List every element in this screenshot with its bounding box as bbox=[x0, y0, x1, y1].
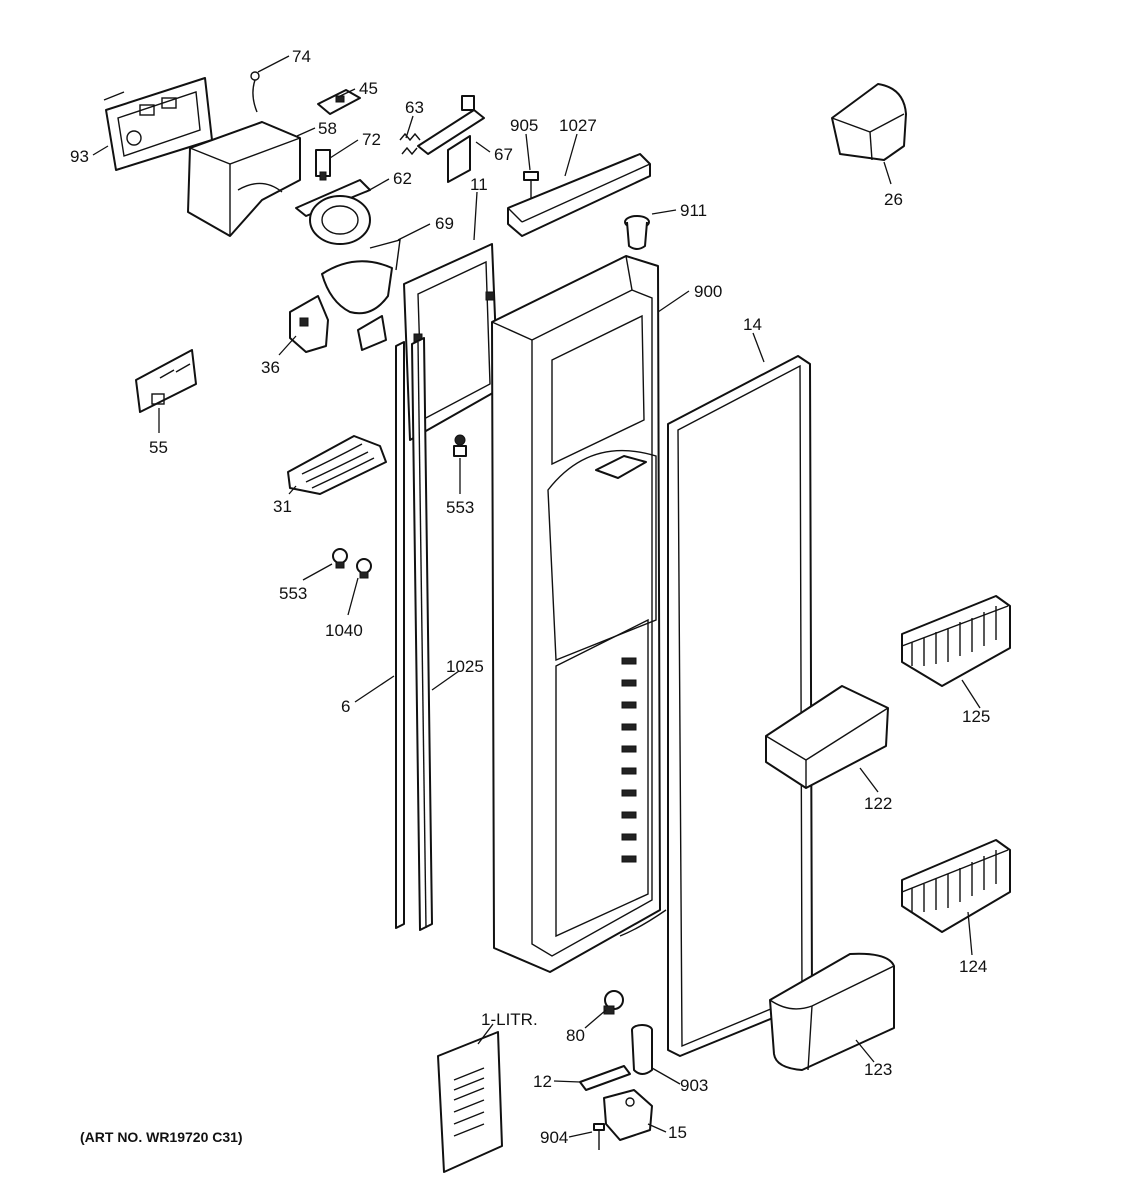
part-12-plate bbox=[579, 1065, 631, 1091]
callout-900: 900 bbox=[694, 282, 722, 301]
part-36-bracket bbox=[289, 295, 329, 353]
callout-93: 93 bbox=[70, 147, 89, 166]
part-67-lever bbox=[417, 95, 485, 183]
part-62-motor bbox=[295, 179, 371, 245]
callout-1-litr: 1-LITR. bbox=[481, 1010, 538, 1029]
callout-31: 31 bbox=[273, 497, 292, 516]
callout-74: 74 bbox=[292, 47, 311, 66]
callout-58: 58 bbox=[318, 119, 337, 138]
callout-903: 903 bbox=[680, 1076, 708, 1095]
door-shelf-clips bbox=[621, 657, 637, 863]
callout-11: 11 bbox=[470, 175, 488, 194]
part-31-grille bbox=[287, 435, 387, 495]
callout-553-lower: 553 bbox=[279, 584, 307, 603]
callout-904: 904 bbox=[540, 1128, 568, 1147]
callout-125: 125 bbox=[962, 707, 990, 726]
part-553-lower bbox=[332, 548, 348, 569]
callout-1040: 1040 bbox=[325, 621, 363, 640]
part-125-bin bbox=[901, 595, 1011, 687]
part-122-bin bbox=[765, 685, 889, 789]
callout-67: 67 bbox=[494, 145, 513, 164]
part-26-cover bbox=[831, 83, 907, 161]
callout-63: 63 bbox=[405, 98, 424, 117]
callout-905: 905 bbox=[510, 116, 538, 135]
callout-15: 15 bbox=[668, 1123, 687, 1142]
callout-26: 26 bbox=[884, 190, 903, 209]
callout-labels: 74 45 93 58 63 72 905 1027 67 62 11 911 … bbox=[70, 47, 990, 1147]
part-1040-fastener bbox=[356, 558, 372, 579]
part-904-screw bbox=[593, 1123, 605, 1150]
part-1025-trim bbox=[411, 337, 433, 931]
part-124-bin bbox=[901, 839, 1011, 933]
callout-14: 14 bbox=[743, 315, 762, 334]
part-14-gasket bbox=[667, 355, 813, 1057]
part-80-fastener bbox=[603, 990, 624, 1015]
part-1027-cap bbox=[507, 153, 651, 237]
part-6-strip bbox=[395, 341, 405, 929]
part-903-hinge-pin bbox=[631, 1024, 653, 1075]
callout-12: 12 bbox=[533, 1072, 552, 1091]
callout-122: 122 bbox=[864, 794, 892, 813]
part-1-litr-literature bbox=[437, 1031, 503, 1173]
callout-55: 55 bbox=[149, 438, 168, 457]
art-number: (ART NO. WR19720 C31) bbox=[80, 1129, 243, 1145]
part-72-switch bbox=[315, 149, 331, 181]
callout-72: 72 bbox=[362, 130, 381, 149]
part-74-wire bbox=[250, 71, 260, 113]
callout-6: 6 bbox=[341, 697, 350, 716]
part-911-bushing bbox=[624, 215, 650, 250]
part-45-bracket bbox=[317, 89, 361, 115]
part-11-frame bbox=[403, 243, 499, 441]
callout-36: 36 bbox=[261, 358, 280, 377]
callout-123: 123 bbox=[864, 1060, 892, 1079]
callout-1025: 1025 bbox=[446, 657, 484, 676]
part-553-upper bbox=[453, 434, 467, 457]
part-55-board bbox=[135, 349, 197, 413]
part-123-bin bbox=[769, 952, 895, 1071]
callout-911: 911 bbox=[680, 201, 707, 220]
leader-lines bbox=[92, 55, 981, 1138]
callout-80: 80 bbox=[566, 1026, 585, 1045]
callout-553-upper: 553 bbox=[446, 498, 474, 517]
part-900-door bbox=[491, 255, 667, 973]
callout-1027: 1027 bbox=[559, 116, 597, 135]
part-63-spring bbox=[399, 132, 421, 156]
part-905-screw bbox=[523, 171, 539, 198]
callout-45: 45 bbox=[359, 79, 378, 98]
callout-69: 69 bbox=[435, 214, 454, 233]
callout-62: 62 bbox=[393, 169, 412, 188]
callout-124: 124 bbox=[959, 957, 987, 976]
part-69-chute bbox=[321, 239, 401, 351]
part-15-bracket bbox=[603, 1089, 653, 1141]
part-58-dispenser-housing bbox=[187, 121, 301, 237]
